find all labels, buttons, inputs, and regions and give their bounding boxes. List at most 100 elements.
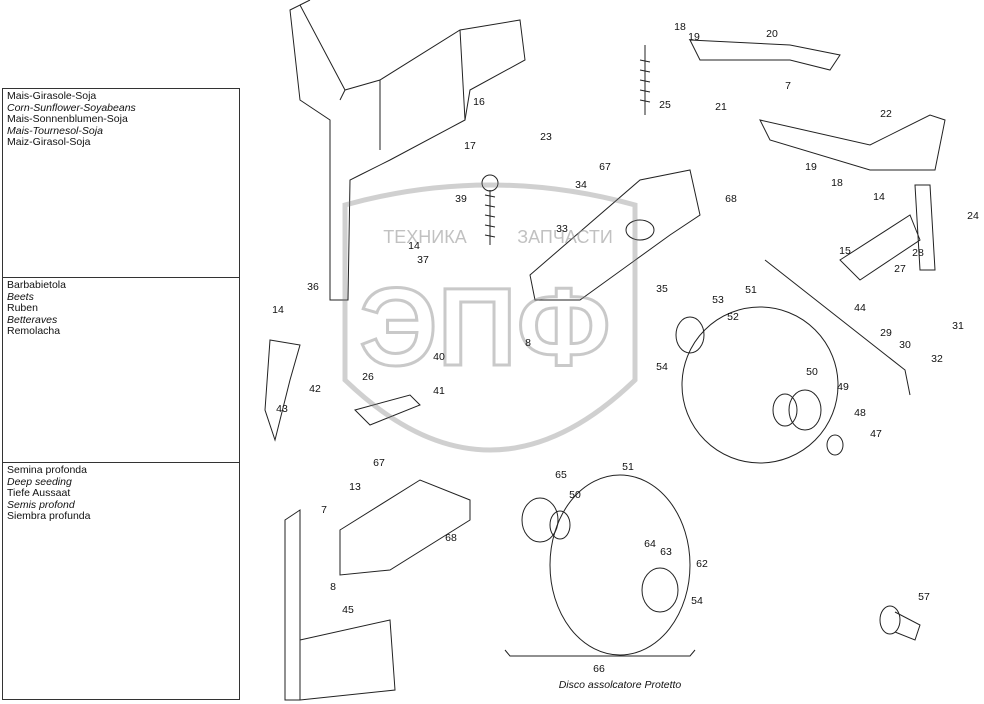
part-callout-28: 28 (912, 247, 924, 259)
part-callout-34: 34 (575, 179, 587, 191)
part-callout-35: 35 (656, 283, 668, 295)
watermark-right-text: ЗАПЧАСТИ (517, 227, 613, 247)
lever-22 (759, 114, 946, 171)
part-callout-24: 24 (967, 210, 979, 222)
part-callout-26: 26 (362, 371, 374, 383)
part-callout-57: 57 (918, 591, 930, 603)
part-callout-67: 67 (373, 457, 385, 469)
plate-45 (284, 509, 396, 701)
spring-39 (484, 190, 496, 245)
part-callout-16: 16 (473, 96, 485, 108)
inset-corn-text: Mais-Girasole-Soja Corn-Sunflower-Soyabe… (7, 90, 136, 149)
inset-deep-line: Semis profond (7, 498, 75, 511)
part-callout-64: 64 (644, 538, 656, 550)
part-callout-39: 39 (455, 193, 467, 205)
inset-beets-line: Ruben (7, 302, 38, 314)
inset-deep-line: Siembra profunda (7, 510, 91, 522)
part-callout-51: 51 (622, 461, 634, 473)
part-callout-37: 37 (417, 254, 429, 266)
part-callout-14: 14 (272, 304, 284, 316)
part-callout-40: 40 (433, 351, 445, 363)
part-callout-62: 62 (696, 558, 708, 570)
inset-deep-text: Semina profonda Deep seeding Tiefe Aussa… (7, 464, 91, 523)
scraper-43 (264, 339, 301, 442)
part-callout-14: 14 (408, 240, 420, 252)
inset-beets-line: Barbabietola (7, 279, 66, 291)
part-callout-54: 54 (691, 595, 703, 607)
bracket-13 (339, 479, 471, 576)
part-callout-41: 41 (433, 385, 445, 397)
part-callout-18: 18 (831, 177, 843, 189)
inset-beets: Barbabietola Beets Ruben Betteraves Remo… (2, 277, 240, 463)
part-callout-19: 19 (688, 31, 700, 43)
part-callout-31: 31 (952, 320, 964, 332)
part-callout-15: 15 (839, 245, 851, 257)
disc-51-upper (681, 306, 839, 464)
part-callout-8: 8 (525, 337, 531, 349)
inset-beets-line: Remolacha (7, 325, 61, 337)
part-callout-7: 7 (321, 504, 327, 516)
watermark-left-text: ТЕХНИКА (383, 227, 466, 247)
inset-corn-line: Maiz-Girasol-Soja (7, 136, 91, 148)
disc-caption: Disco assolcatore Protetto (558, 679, 682, 691)
part-callout-36: 36 (307, 281, 319, 293)
part-callout-18: 18 (674, 21, 686, 33)
part-callout-47: 47 (870, 428, 882, 440)
watermark (342, 182, 638, 453)
inset-deep-line: Deep seeding (7, 475, 72, 488)
part-callout-33: 33 (556, 223, 568, 235)
part-callout-65: 65 (555, 469, 567, 481)
part-callout-52: 52 (727, 311, 739, 323)
part-callout-19: 19 (805, 161, 817, 173)
part-callout-20: 20 (766, 28, 778, 40)
part-callout-48: 48 (854, 407, 866, 419)
part-callout-63: 63 (660, 546, 672, 558)
inset-corn-line: Mais-Girasole-Soja (7, 90, 97, 102)
part-callout-53: 53 (712, 294, 724, 306)
inset-corn-line: Corn-Sunflower-Soyabeans (7, 101, 136, 114)
part-callout-25: 25 (659, 99, 671, 111)
part-callout-21: 21 (715, 101, 727, 113)
part-callout-43: 43 (276, 403, 288, 415)
part-callout-29: 29 (880, 327, 892, 339)
part-callout-44: 44 (854, 302, 866, 314)
inset-beets-line: Beets (7, 290, 34, 303)
inset-corn: Mais-Girasole-Soja Corn-Sunflower-Soyabe… (2, 88, 240, 278)
part-callout-66: 66 (593, 663, 605, 675)
part-callout-8: 8 (330, 581, 336, 593)
inset-corn-line: Mais-Tournesol-Soja (7, 124, 103, 137)
arm-34 (529, 169, 701, 301)
inset-beets-line: Betteraves (7, 313, 58, 326)
lever-20 (689, 39, 841, 71)
part-callout-45: 45 (342, 604, 354, 616)
part-callout-42: 42 (309, 383, 321, 395)
part-callout-23: 23 (540, 131, 552, 143)
part-callout-50: 50 (806, 366, 818, 378)
part-callout-17: 17 (464, 140, 476, 152)
part-callout-49: 49 (837, 381, 849, 393)
part-callout-13: 13 (349, 481, 361, 493)
inset-deep-line: Semina profonda (7, 464, 87, 476)
spring-25 (639, 45, 651, 115)
part-callout-14: 14 (873, 191, 885, 203)
part-callout-50: 50 (569, 489, 581, 501)
part-callout-68: 68 (445, 532, 457, 544)
inset-corn-line: Mais-Sonnenblumen-Soja (7, 113, 128, 125)
watermark-brand: ЭПФ (359, 266, 610, 389)
part-callout-68: 68 (725, 193, 737, 205)
part-callout-7: 7 (785, 80, 791, 92)
part-callout-54: 54 (656, 361, 668, 373)
part-callout-67: 67 (599, 161, 611, 173)
part-callout-32: 32 (931, 353, 943, 365)
part-callout-27: 27 (894, 263, 906, 275)
inset-deep-line: Tiefe Aussaat (7, 487, 71, 499)
inset-deep-seeding: Semina profonda Deep seeding Tiefe Aussa… (2, 462, 240, 700)
inset-beets-text: Barbabietola Beets Ruben Betteraves Remo… (7, 279, 66, 338)
main-frame (289, 4, 526, 301)
disc-51-lower (549, 474, 691, 656)
bracket-15 (839, 184, 936, 281)
part-callout-22: 22 (880, 108, 892, 120)
part-callout-51: 51 (745, 284, 757, 296)
part-callout-30: 30 (899, 339, 911, 351)
